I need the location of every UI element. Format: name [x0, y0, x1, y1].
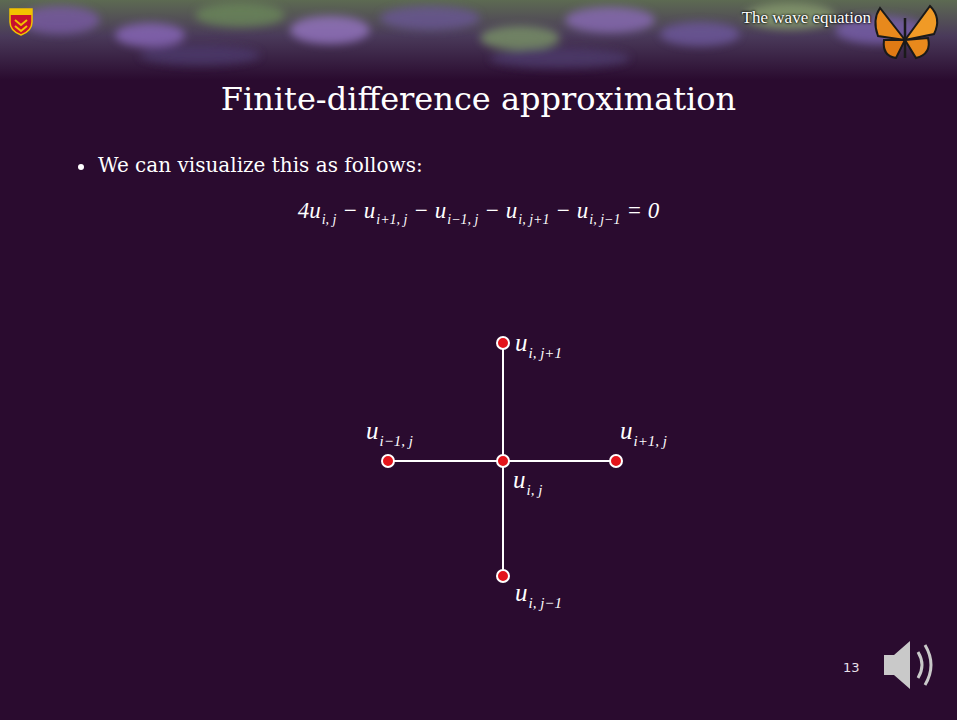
equation-subscript: i, j−1: [589, 212, 620, 228]
point-variable: u: [366, 417, 379, 444]
point-variable: u: [513, 466, 526, 493]
grid-points: [382, 337, 622, 582]
section-header: The wave equation: [742, 8, 871, 28]
point-label: ui+1, j: [620, 418, 667, 443]
point-label: ui, j: [513, 467, 542, 492]
equation: 4ui, j− ui+1, j− ui−1, j− ui, j+1− ui, j…: [0, 198, 957, 224]
equation-subscript: i+1, j: [376, 212, 407, 228]
point-label: ui−1, j: [366, 418, 413, 443]
speaker-icon: [884, 641, 931, 689]
equation-term: − u: [485, 198, 518, 224]
point-subscript: i−1, j: [380, 433, 413, 449]
point-label: ui, j+1: [515, 330, 562, 355]
equation-subscript: i−1, j: [447, 212, 478, 228]
equation-term: = 0: [627, 198, 660, 224]
equation-subscript: i, j+1: [518, 212, 549, 228]
point-variable: u: [515, 329, 528, 356]
point-subscript: i+1, j: [634, 433, 667, 449]
point-variable: u: [620, 417, 633, 444]
point-subscript: i, j+1: [529, 345, 562, 361]
butterfly-icon: [875, 6, 937, 58]
equation-term: 4u: [298, 198, 321, 224]
flower-banner: [0, 0, 957, 80]
bullet-text: We can visualize this as follows:: [98, 153, 423, 177]
point-label: ui, j−1: [515, 580, 562, 605]
page-number: 13: [843, 660, 860, 675]
university-crest: [10, 9, 32, 35]
equation-term: − u: [556, 198, 589, 224]
stencil-lines: [388, 343, 616, 576]
equation-term: − u: [342, 198, 375, 224]
point-subscript: i, j: [527, 482, 543, 498]
bullet-dot: [78, 164, 84, 170]
equation-term: − u: [413, 198, 446, 224]
point-subscript: i, j−1: [529, 595, 562, 611]
slide-title: Finite-difference approximation: [0, 80, 957, 118]
point-variable: u: [515, 579, 528, 606]
equation-subscript: i, j: [322, 212, 337, 228]
